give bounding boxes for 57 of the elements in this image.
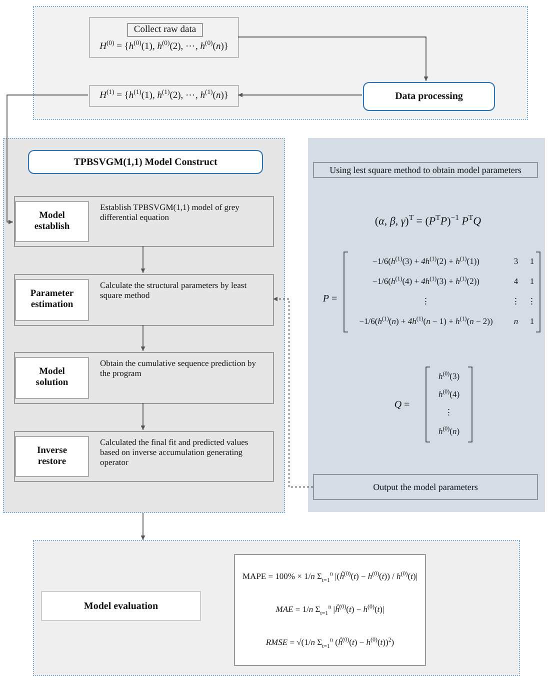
data-box [89, 17, 239, 58]
formula-text: MAE = 1/n Σ$_{t=1}$$^{n}$ |ĥ$^{(0)}$(t) − h$^{(0)}$(t)| [276, 605, 384, 615]
matrix-entry: −1/6(h$^{(1)}$(4) + 4h$^{(1)}$(3) + h$^{(1)}$(2)) [372, 277, 480, 287]
formula-text: MAPE = 100% × 1/n Σ$_{t=1}$$^{n}$ |(ĥ$^{(0)}$(t) − h$^{(0)}$(t)) / h$^{(0)}$(t)| [242, 572, 418, 582]
matrix-name: P = [322, 293, 338, 305]
arrow [140, 402, 146, 430]
step-box [14, 431, 274, 482]
formula-text: H$^{(0)}$ = {h$^{(0)}$(1), h$^{(0)}$(2), ⋯, h$^{(0)}$(n)} [100, 42, 228, 53]
matrix-entry: h$^{(0)}$(3) [438, 372, 460, 382]
matrix-entry: 3 [514, 257, 518, 267]
step-label: Collect raw data [127, 23, 203, 37]
process-box: TPBSVGM(1,1) Model Construct [28, 150, 263, 174]
arrow [238, 36, 428, 82]
step-box [14, 196, 274, 247]
process-box: Data processing [363, 82, 495, 111]
arrow [272, 296, 314, 488]
step-box [14, 352, 274, 404]
matrix-name: Q = [394, 399, 410, 411]
matrix-entry: 1 [530, 317, 534, 327]
matrix-entry: ⋮ [528, 297, 536, 307]
matrix-entry: −1/6(h$^{(1)}$(n) + 4h$^{(1)}$(n − 1) + h$^{(1)}$(n − 2)) [359, 317, 493, 327]
arrow [6, 94, 88, 224]
matrix-entry: ⋮ [512, 297, 520, 307]
arrow [238, 92, 362, 98]
process-box: Model evaluation [41, 591, 201, 621]
arrow [140, 512, 146, 540]
matrix-entry: −1/6(h$^{(1)}$(3) + 4h$^{(1)}$(2) + h$^{(1)}$(1)) [372, 257, 480, 267]
step-heading: Parameter estimation [15, 279, 89, 321]
arrow [140, 324, 146, 352]
formula-text: H$^{(1)}$ = {h$^{(1)}$(1), h$^{(1)}$(2), ⋯, h$^{(1)}$(n)} [100, 91, 228, 102]
matrix-entry: ⋮ [444, 408, 454, 418]
note-box: Using lest square method to obtain model parameters [313, 162, 538, 178]
step-heading: Inverse restore [15, 436, 89, 477]
group-panel [3, 138, 285, 513]
formula-text: (α, β, γ)$^{T}$ = (P$^{T}$P)$^{−1}$ P$^{T}$Q [374, 216, 482, 228]
group-panel [33, 6, 528, 120]
arrow [140, 246, 146, 274]
step-description: Calculate the structural parameters by least square method [100, 281, 248, 301]
matrix-entry: ⋮ [422, 297, 430, 307]
data-box [89, 85, 239, 107]
step-description: Obtain the cumulative sequence prediction by the program [100, 359, 258, 379]
step-description: Establish TPBSVGM(1,1) model of grey differential equation [100, 203, 240, 223]
group-panel [33, 540, 520, 676]
matrix-entry: h$^{(0)}$(n) [438, 427, 460, 437]
matrix-entry: 1 [530, 257, 534, 267]
step-heading: Model establish [15, 201, 89, 242]
step-description: Calculated the final fit and predicted values based on inverse accumulation generating operator [100, 438, 250, 468]
matrix-entry: 4 [514, 277, 518, 287]
matrix-entry: n [514, 317, 518, 327]
step-heading: Model solution [15, 357, 89, 399]
step-box [14, 274, 274, 326]
formula-text: RMSE = √(1/n Σ$_{t=1}$$^{n}$ (ĥ$^{(0)}$(t) − h$^{(0)}$(t))$^{2}$) [266, 638, 394, 648]
matrix-entry: 1 [530, 277, 534, 287]
note-box: Output the model parameters [313, 474, 538, 500]
method-panel [308, 138, 545, 512]
formula-box [234, 554, 426, 666]
matrix-entry: h$^{(0)}$(4) [438, 390, 460, 400]
